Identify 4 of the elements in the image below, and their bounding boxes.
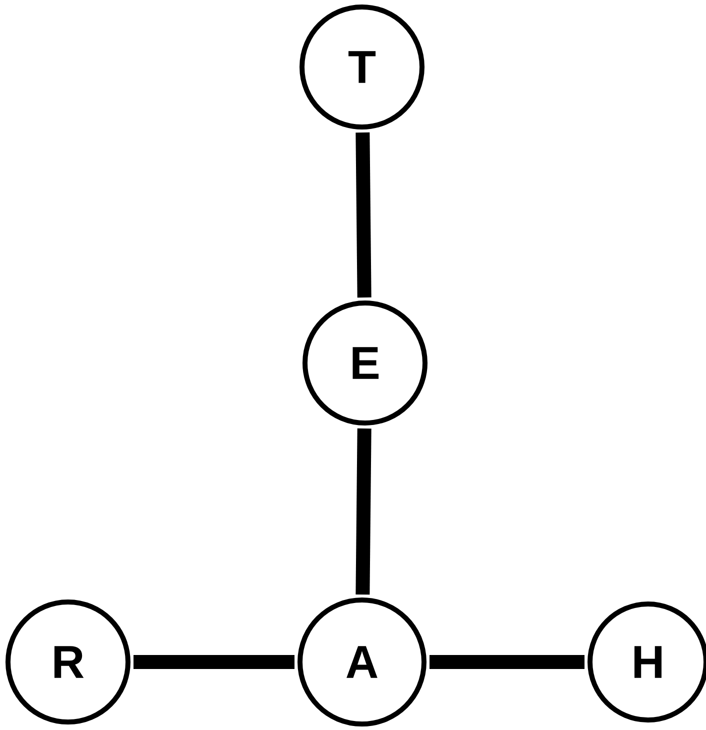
connector-line: [430, 655, 584, 669]
connector-line: [134, 655, 294, 669]
connector-line: [356, 428, 372, 595]
connector-line: [356, 132, 372, 298]
